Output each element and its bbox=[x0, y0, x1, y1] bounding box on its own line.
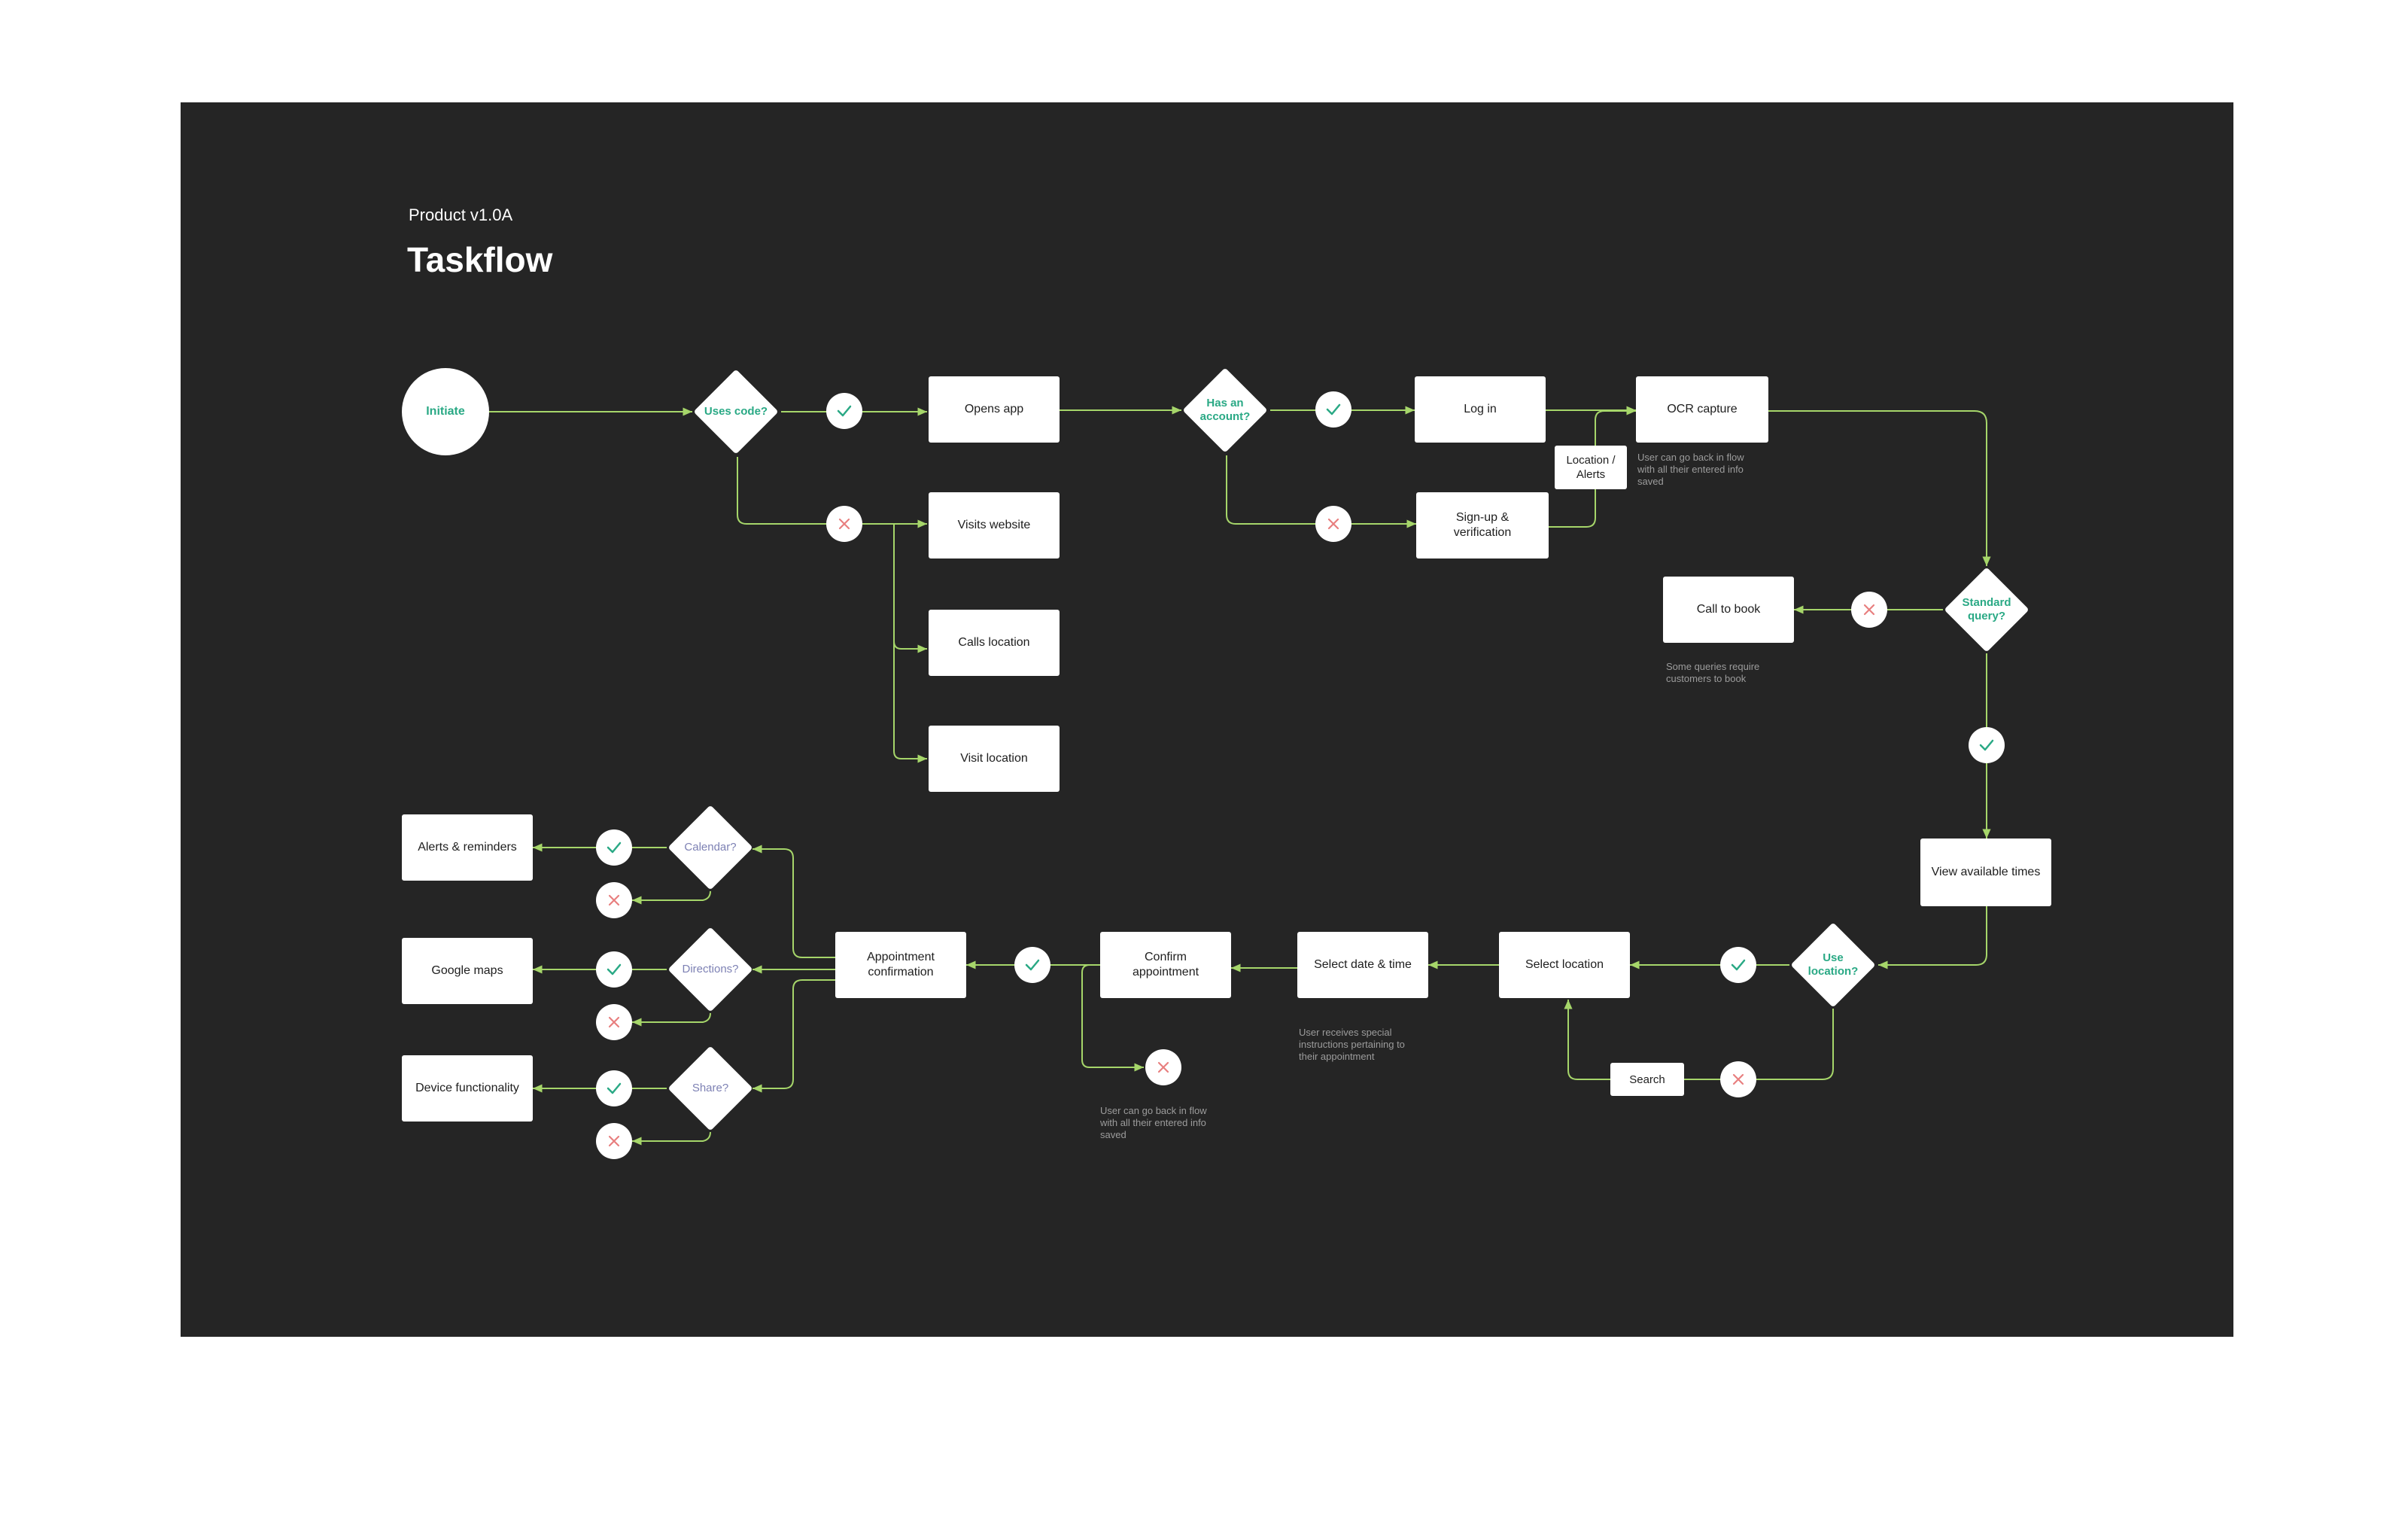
standard-query-decision[interactable]: Standard query? bbox=[1943, 566, 2030, 653]
cross-icon bbox=[608, 894, 620, 906]
has-account-decision[interactable]: Has an account? bbox=[1181, 367, 1269, 454]
cross-icon bbox=[1327, 518, 1339, 530]
no-badge bbox=[1315, 506, 1351, 542]
yes-badge bbox=[596, 829, 632, 866]
yes-badge bbox=[1315, 391, 1351, 428]
yes-badge bbox=[1014, 947, 1050, 983]
sign-up-node[interactable]: Sign-up & verification bbox=[1416, 492, 1549, 558]
google-maps-node[interactable]: Google maps bbox=[402, 938, 533, 1004]
ocr-capture-node[interactable]: OCR capture bbox=[1636, 376, 1768, 443]
ocr-note: User can go back in flow with all their … bbox=[1637, 452, 1744, 487]
opens-app-node[interactable]: Opens app bbox=[929, 376, 1060, 443]
call-to-book-node[interactable]: Call to book bbox=[1663, 577, 1794, 643]
no-badge bbox=[1145, 1049, 1181, 1085]
visits-website-node[interactable]: Visits website bbox=[929, 492, 1060, 558]
confirm-note: User can go back in flow with all their … bbox=[1100, 1105, 1207, 1140]
device-functionality-label: Device functionality bbox=[415, 1082, 519, 1094]
visits-website-label: Visits website bbox=[957, 519, 1031, 531]
check-icon bbox=[607, 842, 622, 854]
directions-decision[interactable]: Directions? bbox=[667, 926, 754, 1013]
check-icon bbox=[607, 1082, 622, 1094]
no-badge bbox=[596, 1004, 632, 1040]
cross-icon bbox=[838, 518, 850, 530]
uses-code-decision[interactable]: Uses code? bbox=[692, 368, 780, 455]
check-icon bbox=[1731, 959, 1746, 971]
date-time-note: User receives special instructions perta… bbox=[1299, 1027, 1405, 1062]
cross-icon bbox=[608, 1135, 620, 1147]
no-badge bbox=[1720, 1061, 1756, 1097]
has-account-label: Has an account? bbox=[1199, 397, 1251, 423]
ocr-capture-label: OCR capture bbox=[1667, 403, 1738, 415]
cross-icon bbox=[608, 1016, 620, 1028]
use-location-decision[interactable]: Use location? bbox=[1789, 921, 1877, 1009]
check-icon bbox=[607, 963, 622, 975]
view-available-times-label: View available times bbox=[1931, 866, 2041, 878]
log-in-node[interactable]: Log in bbox=[1415, 376, 1546, 443]
appointment-confirmation-label: Appointment confirmation bbox=[867, 951, 935, 979]
page-title: Taskflow bbox=[407, 240, 553, 279]
cross-icon bbox=[1732, 1073, 1744, 1085]
call-to-book-label: Call to book bbox=[1696, 603, 1761, 616]
confirm-appointment-label: Confirm appointment bbox=[1132, 951, 1199, 979]
yes-badge bbox=[1969, 727, 2005, 763]
check-icon bbox=[1025, 959, 1040, 971]
select-date-time-label: Select date & time bbox=[1314, 958, 1412, 971]
appointment-confirmation-node[interactable]: Appointment confirmation bbox=[835, 932, 966, 998]
standard-query-label: Standard query? bbox=[1962, 596, 2011, 622]
select-location-label: Select location bbox=[1525, 958, 1604, 971]
call-to-book-note: Some queries require customers to book bbox=[1666, 661, 1760, 684]
share-decision[interactable]: Share? bbox=[667, 1045, 754, 1132]
directions-label: Directions? bbox=[682, 963, 739, 975]
alerts-reminders-node[interactable]: Alerts & reminders bbox=[402, 814, 533, 881]
google-maps-label: Google maps bbox=[431, 964, 503, 977]
confirm-appointment-node[interactable]: Confirm appointment bbox=[1100, 932, 1231, 998]
yes-badge bbox=[596, 1070, 632, 1106]
select-location-node[interactable]: Select location bbox=[1499, 932, 1630, 998]
page-subtitle: Product v1.0A bbox=[409, 205, 513, 224]
cross-icon bbox=[1863, 604, 1875, 616]
use-location-label: Use location? bbox=[1808, 951, 1859, 978]
no-badge bbox=[826, 506, 862, 542]
check-icon bbox=[1979, 739, 1994, 751]
no-badge bbox=[596, 1123, 632, 1159]
search-node[interactable]: Search bbox=[1610, 1063, 1684, 1096]
cross-icon bbox=[1157, 1061, 1169, 1073]
view-available-times-node[interactable]: View available times bbox=[1920, 839, 2051, 906]
visit-location-node[interactable]: Visit location bbox=[929, 726, 1060, 792]
share-label: Share? bbox=[692, 1082, 729, 1094]
taskflow-board: Product v1.0A Taskflow Initiate Uses cod… bbox=[181, 102, 2233, 1337]
uses-code-label: Uses code? bbox=[704, 405, 768, 418]
calls-location-node[interactable]: Calls location bbox=[929, 610, 1060, 676]
check-icon bbox=[837, 405, 852, 417]
location-alerts-label: Location / Alerts bbox=[1566, 454, 1616, 481]
calls-location-label: Calls location bbox=[958, 636, 1030, 649]
yes-badge bbox=[1720, 947, 1756, 983]
location-alerts-node[interactable]: Location / Alerts bbox=[1555, 446, 1627, 489]
yes-badge bbox=[596, 951, 632, 988]
search-label: Search bbox=[1629, 1073, 1665, 1086]
no-badge bbox=[1851, 592, 1887, 628]
log-in-label: Log in bbox=[1464, 403, 1497, 415]
device-functionality-node[interactable]: Device functionality bbox=[402, 1055, 533, 1122]
check-icon bbox=[1326, 403, 1341, 415]
calendar-decision[interactable]: Calendar? bbox=[667, 804, 754, 891]
sign-up-label: Sign-up & verification bbox=[1453, 511, 1512, 539]
calendar-label: Calendar? bbox=[684, 841, 737, 854]
select-date-time-node[interactable]: Select date & time bbox=[1297, 932, 1428, 998]
visit-location-label: Visit location bbox=[960, 752, 1028, 765]
yes-badge bbox=[826, 393, 862, 429]
initiate-node[interactable]: Initiate bbox=[402, 368, 489, 455]
opens-app-label: Opens app bbox=[964, 403, 1024, 415]
no-badge bbox=[596, 882, 632, 918]
alerts-reminders-label: Alerts & reminders bbox=[418, 841, 517, 854]
initiate-label: Initiate bbox=[426, 405, 465, 418]
